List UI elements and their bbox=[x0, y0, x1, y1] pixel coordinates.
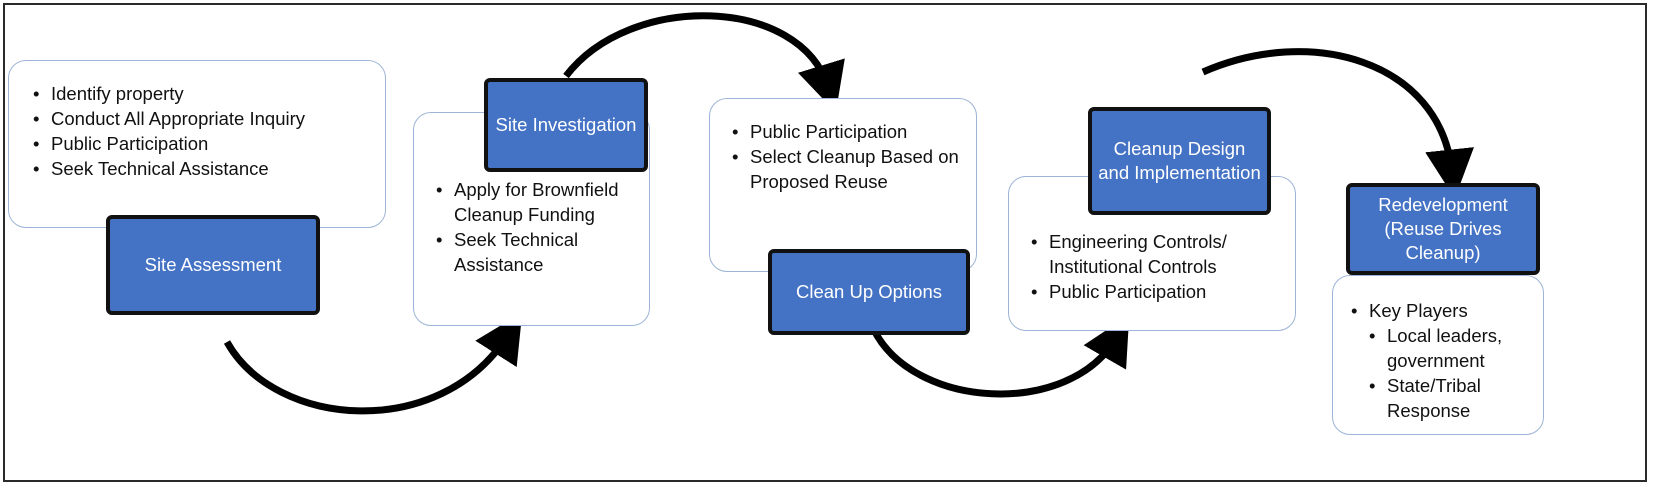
bullet-item: Public Participation bbox=[31, 131, 371, 156]
bullet-item: Public Participation bbox=[1029, 279, 1285, 304]
stage-label: Cleanup Design and Implementation bbox=[1098, 138, 1261, 183]
bullet-item: Seek Technical Assistance bbox=[434, 227, 639, 277]
stage-cleanup-design: Cleanup Design and Implementation bbox=[1088, 107, 1271, 215]
clean-up-options-notes: Public Participation Select Cleanup Base… bbox=[709, 98, 977, 272]
bullet-item: Engineering Controls/ Institutional Cont… bbox=[1029, 229, 1285, 279]
stage-label: Clean Up Options bbox=[795, 281, 943, 302]
bullet-item: Seek Technical Assistance bbox=[31, 156, 371, 181]
stage-site-investigation: Site Investigation bbox=[484, 78, 648, 172]
stage-label: Redevelopment (Reuse Drives Cleanup) bbox=[1378, 194, 1508, 263]
stage-label: Site Assessment bbox=[144, 254, 282, 275]
site-assessment-notes: Identify property Conduct All Appropriat… bbox=[8, 60, 386, 228]
stage-site-assessment: Site Assessment bbox=[106, 215, 320, 315]
bullet-item: Public Participation bbox=[730, 119, 966, 144]
bullet-item: Identify property bbox=[31, 81, 371, 106]
stage-label: Site Investigation bbox=[495, 114, 637, 135]
bullet-item: Select Cleanup Based on Proposed Reuse bbox=[730, 144, 966, 194]
bullet-item: Key Players bbox=[1349, 298, 1535, 323]
stage-redevelopment: Redevelopment (Reuse Drives Cleanup) bbox=[1346, 183, 1540, 275]
bullet-item: Conduct All Appropriate Inquiry bbox=[31, 106, 371, 131]
stage-clean-up-options: Clean Up Options bbox=[768, 249, 970, 335]
bullet-item: Local leaders, government bbox=[1367, 323, 1535, 373]
site-investigation-notes: Apply for Brownfield Cleanup Funding See… bbox=[413, 112, 650, 326]
bullet-item: Apply for Brownfield Cleanup Funding bbox=[434, 177, 639, 227]
bullet-item: State/Tribal Response bbox=[1367, 373, 1535, 423]
redevelopment-notes: Key Players Local leaders, government St… bbox=[1332, 275, 1544, 435]
